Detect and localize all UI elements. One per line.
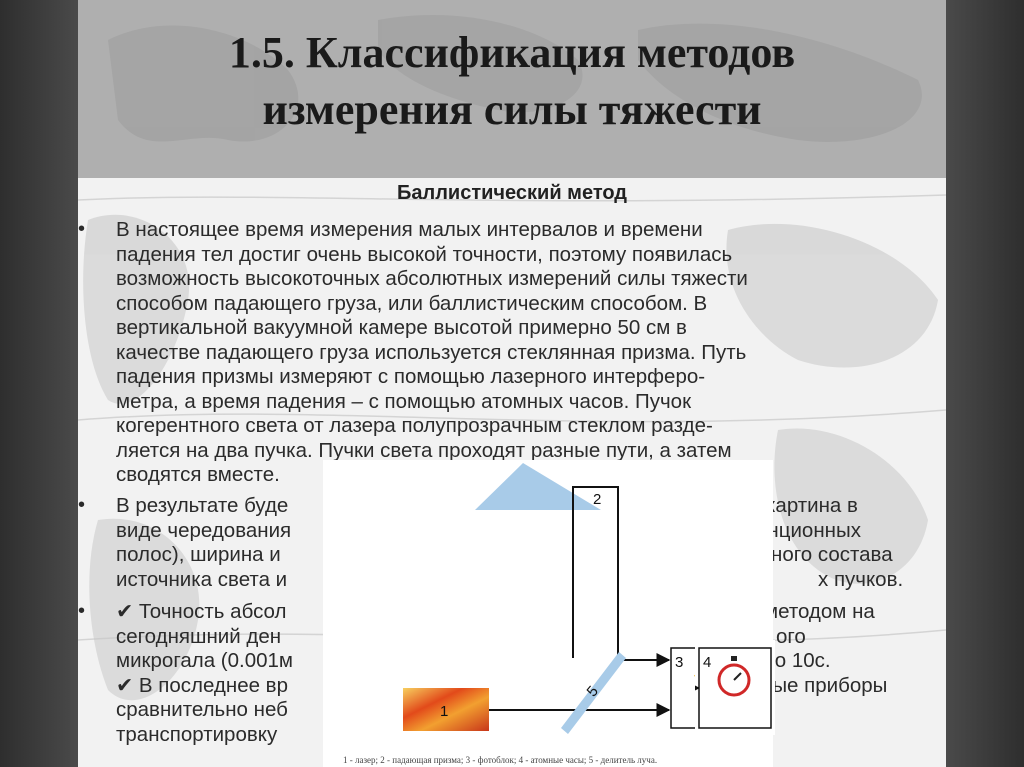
title-band bbox=[78, 0, 946, 178]
laser-label: 1 bbox=[440, 703, 448, 720]
paragraph-2: В результате буде виде чередования полос… bbox=[116, 494, 291, 592]
paragraph-1-line: возможность высокоточных абсолютных изме… bbox=[116, 267, 748, 290]
paragraph-3-right-line: ого bbox=[776, 624, 806, 648]
clock-label: 4 bbox=[703, 654, 711, 671]
paragraph-3-right-line: методом на bbox=[764, 600, 875, 623]
diagram-caption: 1 - лазер; 2 - падающая призма; 3 - фото… bbox=[343, 755, 657, 765]
paragraph-2-right-line: енционных bbox=[756, 518, 861, 542]
stopwatch-icon bbox=[717, 656, 751, 697]
bullet-3: • bbox=[78, 600, 86, 622]
paragraph-1-line: сводятся вместе. bbox=[116, 463, 280, 486]
slide-title-line-1: 1.5. Классификация методов bbox=[228, 28, 796, 77]
paragraph-3-line: транспортировку bbox=[116, 722, 278, 746]
atomic-clock-panel: 4 bbox=[695, 640, 775, 735]
paragraph-2-line: В результате буде bbox=[116, 494, 289, 517]
slide-title: 1.5. Классификация методов измерения сил… bbox=[78, 24, 946, 138]
paragraph-2-line: полос), ширина и bbox=[116, 543, 281, 566]
paragraph-1-line: падения тел достиг очень высокой точност… bbox=[116, 242, 733, 266]
paragraph-2-right: картина в енционных ного состава х пучко… bbox=[756, 494, 904, 592]
prism-label: 2 bbox=[593, 491, 601, 508]
left-frame bbox=[0, 0, 78, 767]
paragraph-3-line: сравнительно неб bbox=[116, 698, 288, 721]
right-frame bbox=[946, 0, 1024, 767]
paragraph-1-line: падения призмы измеряют с помощью лазерн… bbox=[116, 365, 706, 388]
prism-beam-path bbox=[572, 486, 619, 660]
paragraph-2-right-line: ного состава bbox=[771, 543, 893, 566]
paragraph-3-right-line: ные приборы bbox=[761, 673, 888, 697]
laser-source bbox=[403, 688, 489, 731]
paragraph-3-line: сегодняшний ден bbox=[116, 624, 282, 648]
paragraph-3-line: ✔ Точность абсол bbox=[116, 600, 287, 623]
paragraph-3: ✔ Точность абсол сегодняшний ден микрога… bbox=[116, 600, 293, 747]
photoblock-label: 3 bbox=[675, 654, 683, 671]
bullet-2: • bbox=[78, 494, 86, 516]
paragraph-1-line: вертикальной вакуумной камере высотой пр… bbox=[116, 316, 687, 339]
paragraph-1-line: качестве падающего груза используется ст… bbox=[116, 340, 747, 364]
paragraph-2-right-line: х пучков. bbox=[818, 567, 904, 591]
slide: 1.5. Классификация методов измерения сил… bbox=[78, 0, 946, 767]
section-subtitle: Баллистический метод bbox=[397, 182, 627, 204]
paragraph-3-right: методом на ого около 10с. ные приборы bbox=[731, 600, 888, 698]
paragraph-1-line: В настоящее время измерения малых интерв… bbox=[116, 218, 703, 241]
paragraph-1-line: способом падающего груза, или баллистиче… bbox=[116, 291, 708, 315]
paragraph-1-line: метра, а время падения – с помощью атомн… bbox=[116, 389, 692, 413]
paragraph-1: В настоящее время измерения малых интерв… bbox=[116, 218, 748, 488]
paragraph-3-line: микрогала (0.001м bbox=[116, 649, 294, 672]
paragraph-1-line: ляется на два пучка. Пучки света проходя… bbox=[116, 438, 732, 462]
bullet-1: • bbox=[78, 218, 86, 240]
paragraph-2-right-line: картина в bbox=[766, 494, 858, 517]
falling-prism bbox=[475, 463, 601, 510]
paragraph-1-line: когерентного света от лазера полупрозрач… bbox=[116, 414, 713, 437]
paragraph-3-line: ✔ В последнее вр bbox=[116, 673, 288, 697]
paragraph-2-line: источника света и bbox=[116, 567, 288, 591]
slide-title-line-2: измерения силы тяжести bbox=[262, 85, 762, 134]
paragraph-2-line: виде чередования bbox=[116, 518, 292, 542]
diagram-caption-area: 1 - лазер; 2 - падающая призма; 3 - фото… bbox=[323, 752, 773, 767]
beam-splitter bbox=[561, 652, 626, 734]
